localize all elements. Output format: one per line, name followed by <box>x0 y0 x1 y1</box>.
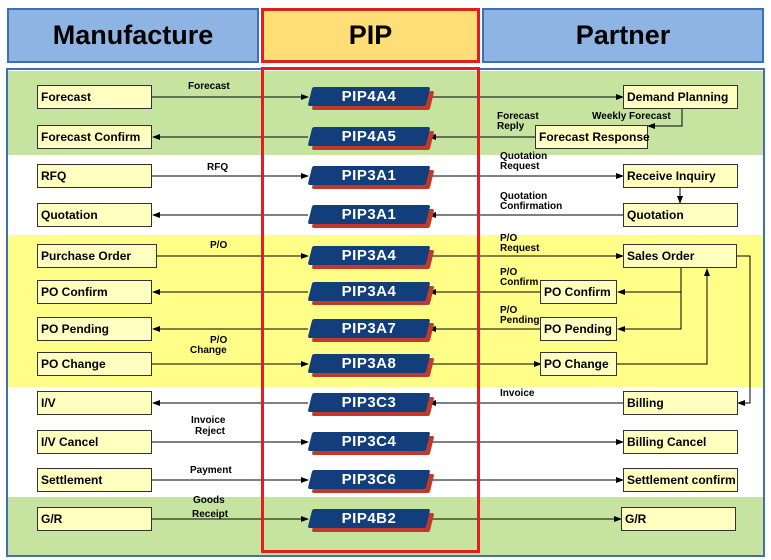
label-po-change-line1: P/O <box>210 335 228 346</box>
partner-settlement-confirm: Settlement confirm <box>623 468 738 492</box>
mfg-quotation: Quotation <box>37 203 152 227</box>
pip-label: PIP4A5 <box>341 128 397 145</box>
pip-label: PIP3C3 <box>341 394 397 411</box>
partner-po-pending: PO Pending <box>540 317 617 341</box>
partner-po-confirm: PO Confirm <box>540 280 617 304</box>
pip-label: PIP4A4 <box>341 88 397 105</box>
pip-badge-3c3: PIP3C3 <box>307 393 435 416</box>
label-po-pending-line2: Pending <box>500 315 540 326</box>
partner-quotation: Quotation <box>623 203 738 227</box>
pip-badge-3c6: PIP3C6 <box>307 470 435 493</box>
pip-badge-3a1-confirm: PIP3A1 <box>307 205 435 228</box>
mfg-settlement: Settlement <box>37 468 152 492</box>
label-quotation-confirmation-line1: Quotation <box>500 191 548 202</box>
pip-badge-3a4-order: PIP3A4 <box>307 246 435 269</box>
pip-badge-4a4: PIP4A4 <box>307 87 435 110</box>
pip-badge-3a8: PIP3A8 <box>307 354 435 377</box>
partner-billing: Billing <box>623 391 738 415</box>
label-po-confirm-line1: P/O <box>500 267 518 278</box>
pip-badge-3a7: PIP3A7 <box>307 319 435 342</box>
mfg-po-change: PO Change <box>37 352 152 376</box>
label-weekly-forecast: Weekly Forecast <box>592 111 671 122</box>
label-quotation-confirmation-line2: Confirmation <box>500 201 563 212</box>
label-forecast-reply-line2: Reply <box>497 121 525 132</box>
mfg-iv: I/V <box>37 391 152 415</box>
label-rfq: RFQ <box>207 162 229 173</box>
label-forecast: Forecast <box>188 81 230 92</box>
label-quotation-request-line1: Quotation <box>500 151 548 162</box>
header-manufacture: Manufacture <box>7 8 259 63</box>
partner-forecast-response: Forecast Response <box>535 125 650 149</box>
pip-label: PIP3A7 <box>341 320 397 337</box>
pip-badge-4b2: PIP4B2 <box>307 509 435 532</box>
label-po-pending-line1: P/O <box>500 305 518 316</box>
arrow-sales-order-to-po-pending <box>617 268 682 332</box>
partner-receive-inquiry: Receive Inquiry <box>623 164 738 188</box>
partner-billing-cancel: Billing Cancel <box>623 430 738 454</box>
pip-label: PIP4B2 <box>341 510 397 527</box>
pip-label: PIP3A4 <box>341 247 397 264</box>
mfg-rfq: RFQ <box>37 164 152 188</box>
partner-gr: G/R <box>621 507 736 531</box>
arrow-weekly-forecast <box>647 109 683 129</box>
header-pip: PIP <box>261 8 480 63</box>
mfg-forecast-confirm: Forecast Confirm <box>37 125 152 149</box>
pip-label: PIP3A4 <box>341 283 397 300</box>
label-invoice-reject-line2: Reject <box>195 426 226 437</box>
mfg-iv-cancel: I/V Cancel <box>37 430 152 454</box>
mfg-po-pending: PO Pending <box>37 317 152 341</box>
header-partner: Partner <box>482 8 764 63</box>
arrow-sales-order-to-po-confirm <box>617 268 682 295</box>
pip-label: PIP3A8 <box>341 355 397 372</box>
label-po-request-line1: P/O <box>500 233 518 244</box>
arrow-sales-order-to-billing <box>737 255 751 406</box>
label-po-confirm-line2: Confirm <box>500 277 539 288</box>
label-goods-receipt-line2: Receipt <box>192 509 229 520</box>
pip-label: PIP3A1 <box>341 167 397 184</box>
mfg-forecast: Forecast <box>37 85 152 109</box>
pip-badge-4a5: PIP4A5 <box>307 127 435 150</box>
pip-badge-3a4-confirm: PIP3A4 <box>307 282 435 305</box>
pip-badge-3a1-request: PIP3A1 <box>307 166 435 189</box>
pip-label: PIP3A1 <box>341 206 397 223</box>
mfg-purchase-order: Purchase Order <box>37 244 157 268</box>
label-po: P/O <box>210 240 228 251</box>
label-invoice: Invoice <box>500 388 535 399</box>
label-po-request-line2: Request <box>500 243 540 254</box>
pip-column-frame <box>261 67 480 553</box>
pip-label: PIP3C4 <box>341 433 397 450</box>
pip-label: PIP3C6 <box>341 471 397 488</box>
label-forecast-reply-line1: Forecast <box>497 111 539 122</box>
label-invoice-reject-line1: Invoice <box>191 415 226 426</box>
arrow-po-change-to-sales-order <box>617 268 710 365</box>
pip-badge-3c4: PIP3C4 <box>307 432 435 455</box>
label-po-change-line2: Change <box>190 345 227 356</box>
label-goods-receipt-line1: Goods <box>193 495 225 506</box>
partner-sales-order: Sales Order <box>623 244 737 268</box>
label-payment: Payment <box>190 465 232 476</box>
mfg-po-confirm: PO Confirm <box>37 280 152 304</box>
partner-po-change: PO Change <box>540 352 617 376</box>
partner-demand-planning: Demand Planning <box>623 85 738 109</box>
label-quotation-request-line2: Request <box>500 161 540 172</box>
mfg-gr: G/R <box>37 507 152 531</box>
